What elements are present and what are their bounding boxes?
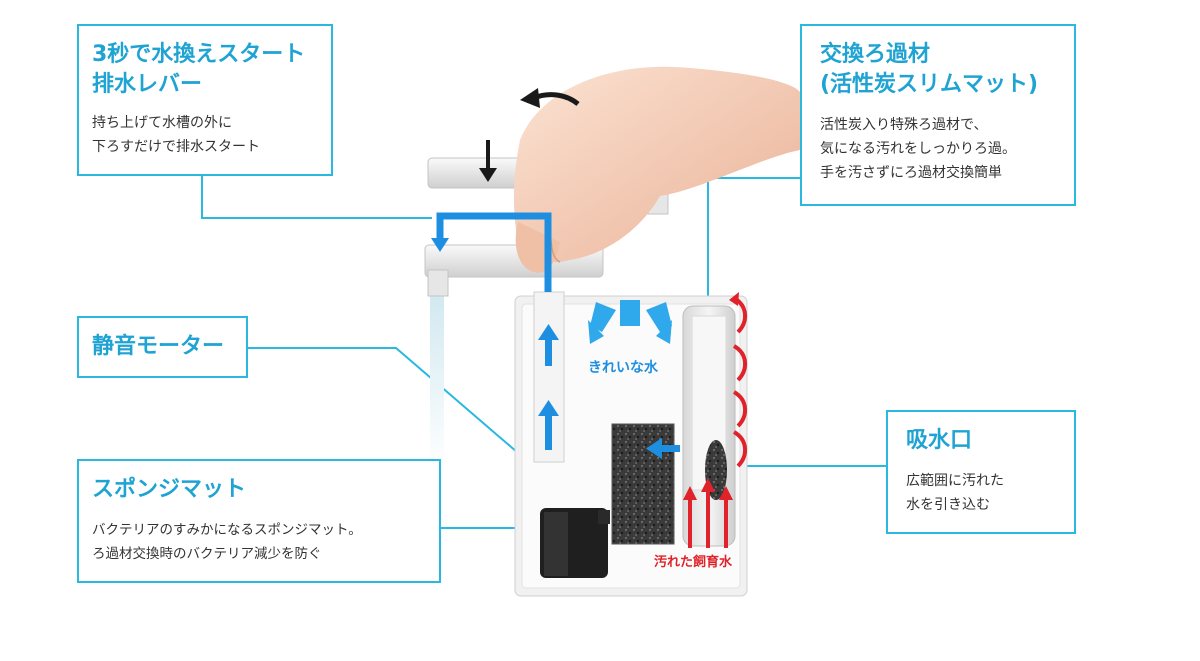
dirty-water-arrowheads [683,292,739,500]
drain-lever-desc-line1: 持ち上げて水槽の外に [92,115,232,131]
dirty-water-label: 汚れた飼育水 [654,554,733,570]
press-arrowhead-icon [479,168,497,182]
filter-media-title-line2: (活性炭スリムマット) [820,72,1039,97]
callout-intake: 吸水口 広範囲に汚れた 水を引き込む [886,410,1076,534]
filter-cartridge [682,305,736,547]
drain-lever-title-line1: 3秒で水換えスタート [92,42,306,67]
clean-water-arrows-icon [588,300,672,344]
clean-water-label: きれいな水 [588,359,659,376]
flow-arrows-up [538,324,559,450]
flow-path-blue [436,212,552,292]
connector-drain-lever [201,174,432,219]
callout-sponge-mat: スポンジマット バクテリアのすみかになるスポンジマット。 ろ過材交換時のバクテリ… [77,459,441,583]
flow-arrowhead-down-icon [431,238,449,252]
sponge-mat-desc-line2: ろ過材交換時のバクテリア減少を防ぐ [92,546,322,562]
filter-media-desc-line1: 活性炭入り特殊ろ過材で、 [820,117,988,133]
callout-motor: 静音モーター [77,316,248,378]
sponge-mat-title: スポンジマット [92,477,247,502]
filter-media-desc-line2: 気になる汚れをしっかりろ過。 [820,141,1016,157]
callout-drain-lever: 3秒で水換えスタート 排水レバー 持ち上げて水槽の外に 下ろすだけで排水スタート [77,24,333,176]
filter-media-desc-line3: 手を汚さずにろ過材交換簡単 [820,165,1002,181]
connector-filter-media [707,177,800,300]
pump-motor [540,508,610,578]
callout-filter-media: 交換ろ過材 (活性炭スリムマット) 活性炭入り特殊ろ過材で、 気になる汚れをしっ… [800,24,1076,206]
drain-lever-title-line2: 排水レバー [92,72,203,97]
sponge-mat [611,423,675,545]
dirty-water-arrows-icon [688,296,747,548]
intake-desc-line2: 水を引き込む [906,497,990,513]
intake-desc-line1: 広範囲に汚れた [906,473,1004,489]
hand-illustration [513,66,800,273]
filter-media-title-line1: 交換ろ過材 [820,42,931,67]
drain-lever-desc-line2: 下ろすだけで排水スタート [92,139,260,155]
motor-title: 静音モーター [92,334,225,359]
flow-arrow-left [646,438,680,459]
drain-water-stream [430,290,444,470]
intake-title: 吸水口 [906,428,973,453]
lift-arrowhead-icon [520,88,540,108]
sponge-mat-desc-line1: バクテリアのすみかになるスポンジマット。 [92,522,362,538]
